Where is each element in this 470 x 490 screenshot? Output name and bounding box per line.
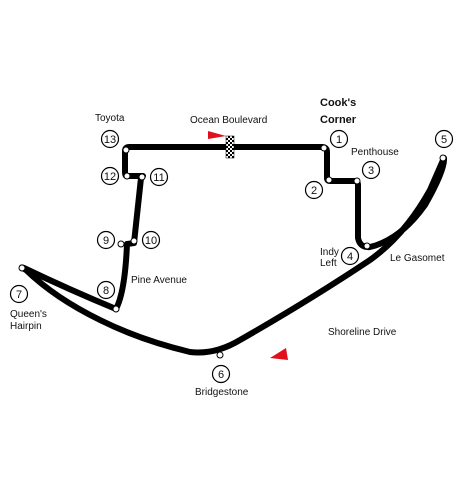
- turn-badge-11: 11: [149, 167, 169, 187]
- turn-badges: 1 2 3 4 5 6 7 8: [9, 129, 454, 384]
- turn-badge-4: 4: [340, 246, 360, 266]
- label-toyota: Toyota: [95, 113, 125, 124]
- turn-number: 1: [336, 134, 342, 146]
- turn-badge-8: 8: [96, 280, 116, 300]
- turn-dot-2: [325, 176, 333, 184]
- turn-dot-9: [117, 240, 125, 248]
- turn-number: 8: [103, 285, 109, 297]
- label-queens-hairpin-2: Hairpin: [10, 321, 42, 332]
- turn-number: 6: [218, 369, 224, 381]
- turn-badge-2: 2: [304, 180, 324, 200]
- label-le-gasomet: Le Gasomet: [390, 253, 445, 264]
- turn-number: 13: [104, 134, 116, 146]
- label-queens-hairpin-1: Queen's: [10, 309, 47, 320]
- turn-number: 9: [103, 235, 109, 247]
- turn-number: 3: [368, 165, 374, 177]
- turn-dot-7: [18, 264, 26, 272]
- turn-number: 4: [347, 251, 353, 263]
- label-penthouse: Penthouse: [351, 147, 399, 158]
- turn-dot-11: [138, 173, 146, 181]
- label-shoreline-drive: Shoreline Drive: [328, 327, 397, 338]
- turn-dot-4: [363, 242, 371, 250]
- turn-badge-9: 9: [96, 230, 116, 250]
- turn-number: 7: [16, 289, 22, 301]
- turn-number: 10: [145, 235, 157, 247]
- turn-badge-7: 7: [9, 284, 29, 304]
- direction-arrow-top: [208, 131, 226, 139]
- turn-dot-8: [112, 305, 120, 313]
- label-ocean-boulevard: Ocean Boulevard: [190, 115, 267, 126]
- turn-badge-5: 5: [434, 129, 454, 149]
- turn-dot-5: [439, 154, 447, 162]
- direction-arrow-bottom: [270, 348, 288, 360]
- label-cooks-corner-1: Cook's: [320, 97, 356, 109]
- turn-dot-10: [130, 237, 138, 245]
- label-cooks-corner-2: Corner: [320, 114, 357, 126]
- turn-number: 5: [441, 134, 447, 146]
- turn-badge-13: 13: [100, 129, 120, 149]
- track-labels: Cook's Corner Penthouse Indy Left Le Gas…: [10, 97, 445, 398]
- turn-number: 11: [153, 172, 164, 184]
- turn-badge-12: 12: [100, 166, 120, 186]
- label-bridgestone: Bridgestone: [195, 387, 249, 398]
- track-path: [18, 144, 448, 356]
- turn-dot-1: [320, 144, 328, 152]
- turn-badge-10: 10: [141, 230, 161, 250]
- start-finish-line: [225, 135, 235, 159]
- turn-dot-6: [216, 351, 224, 359]
- label-indy-left-1: Indy: [320, 247, 339, 258]
- label-pine-avenue: Pine Avenue: [131, 275, 187, 286]
- turn-dots: [18, 144, 447, 359]
- turn-badge-3: 3: [361, 160, 381, 180]
- label-indy-left-2: Left: [320, 258, 337, 269]
- turn-dot-12: [123, 172, 131, 180]
- turn-dot-3: [353, 177, 361, 185]
- turn-badge-1: 1: [329, 129, 349, 149]
- turn-dot-13: [122, 146, 130, 154]
- turn-number: 2: [311, 185, 317, 197]
- turn-number: 12: [104, 171, 116, 183]
- turn-badge-6: 6: [211, 364, 231, 384]
